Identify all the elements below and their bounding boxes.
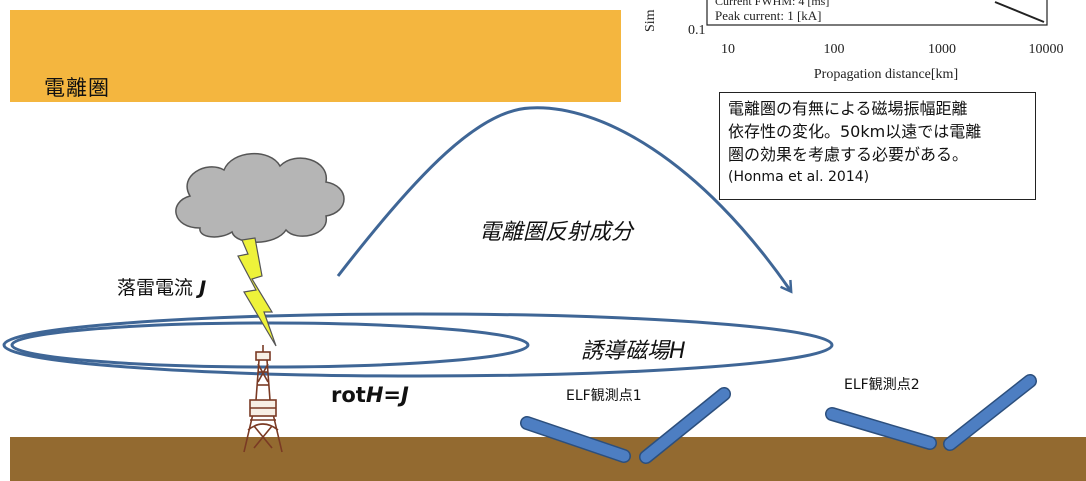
rot-equation-label: rotH=J [331, 383, 409, 407]
chart-x-tick: 100 [824, 42, 845, 57]
cloud-icon [175, 152, 345, 243]
note-line: 依存性の変化。50km以遠では電離 [728, 122, 982, 141]
station2-label: ELF観測点2 [844, 377, 920, 393]
chart-legend-line2: Peak current: 1 [kA] [715, 8, 822, 23]
note-box: 電離圏の有無による磁場振幅距離 依存性の変化。50km以遠では電離 圏の効果を考… [719, 92, 1036, 200]
note-citation: (Honma et al. 2014) [728, 169, 870, 185]
ionosphere-label: 電離圏 [44, 76, 110, 100]
rot-equation: H=J [365, 383, 409, 407]
chart-x-tick: 10000 [1029, 42, 1064, 57]
chart-x-tick: 10 [721, 42, 735, 57]
lightning-bolt-icon [237, 237, 277, 347]
reflection-label: 電離圏反射成分 [479, 220, 634, 245]
induced-field-ring-outer [2, 312, 834, 378]
chart-x-tick: 1000 [928, 42, 956, 57]
reflection-arrow [336, 106, 790, 290]
chart-y-tick: 0.1 [688, 23, 706, 38]
lightning-current-symbol: J [199, 277, 207, 299]
chart-y-axis-label: Sim [643, 9, 658, 32]
chart-plot-frame [706, 0, 1048, 26]
ground [10, 437, 1086, 481]
chart-curve [994, 1, 1045, 23]
induced-field-label: 誘導磁場H [581, 339, 686, 364]
antenna-icon [520, 387, 731, 464]
station1-label: ELF観測点1 [566, 388, 642, 404]
antenna-icon [825, 374, 1037, 451]
lightning-current-text: 落雷電流 [117, 277, 194, 299]
rot-prefix: rot [331, 383, 366, 407]
chart-legend-line1: Current FWHM: 4 [ms] [715, 0, 829, 8]
chart-fragment: Sim Current FWHM: 4 [ms] Peak current: 1… [643, 0, 1064, 82]
tower-icon [243, 345, 283, 453]
ionosphere-band [10, 10, 621, 102]
induced-field-ring-inner [10, 321, 530, 369]
note-line: 圏の効果を考慮する必要がある。 [728, 145, 969, 164]
note-line: 電離圏の有無による磁場振幅距離 [728, 99, 968, 118]
chart-x-axis-label: Propagation distance[km] [814, 67, 958, 82]
lightning-current-label: 落雷電流 J [117, 273, 206, 300]
